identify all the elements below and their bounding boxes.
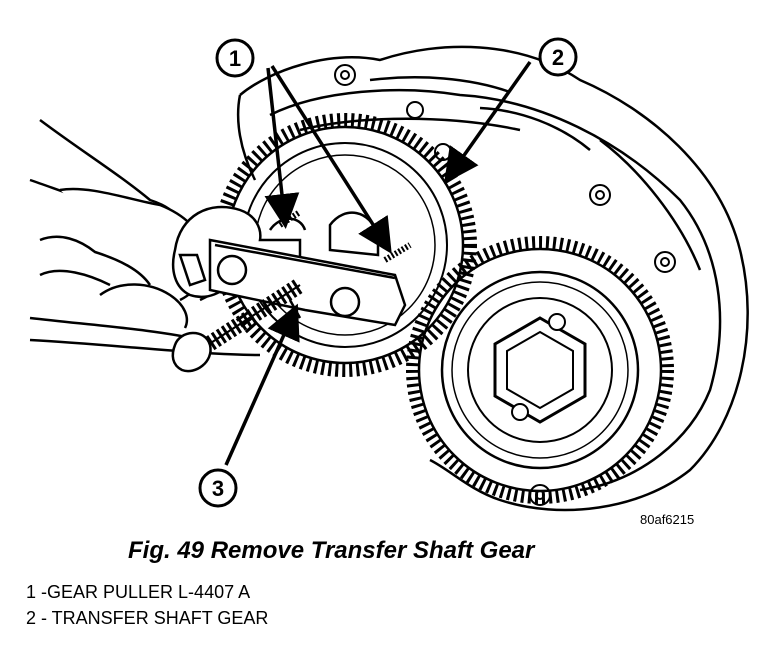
transmission-case bbox=[236, 45, 749, 512]
callout-1-label: 1 bbox=[229, 46, 241, 71]
legend-item-2: 2 - TRANSFER SHAFT GEAR bbox=[26, 608, 269, 628]
callout-2-label: 2 bbox=[552, 45, 564, 70]
illustration: 1 2 3 bbox=[29, 37, 749, 512]
output-gear bbox=[406, 236, 674, 504]
callout-3: 3 bbox=[198, 303, 300, 508]
legend-item-1: 1 -GEAR PULLER L-4407 A bbox=[26, 582, 251, 602]
image-code: 80af6215 bbox=[640, 512, 695, 527]
callout-1: 1 bbox=[215, 38, 392, 254]
callout-3-label: 3 bbox=[212, 476, 224, 501]
callout-2: 2 bbox=[443, 37, 578, 184]
figure-caption: Fig. 49 Remove Transfer Shaft Gear bbox=[128, 537, 535, 564]
